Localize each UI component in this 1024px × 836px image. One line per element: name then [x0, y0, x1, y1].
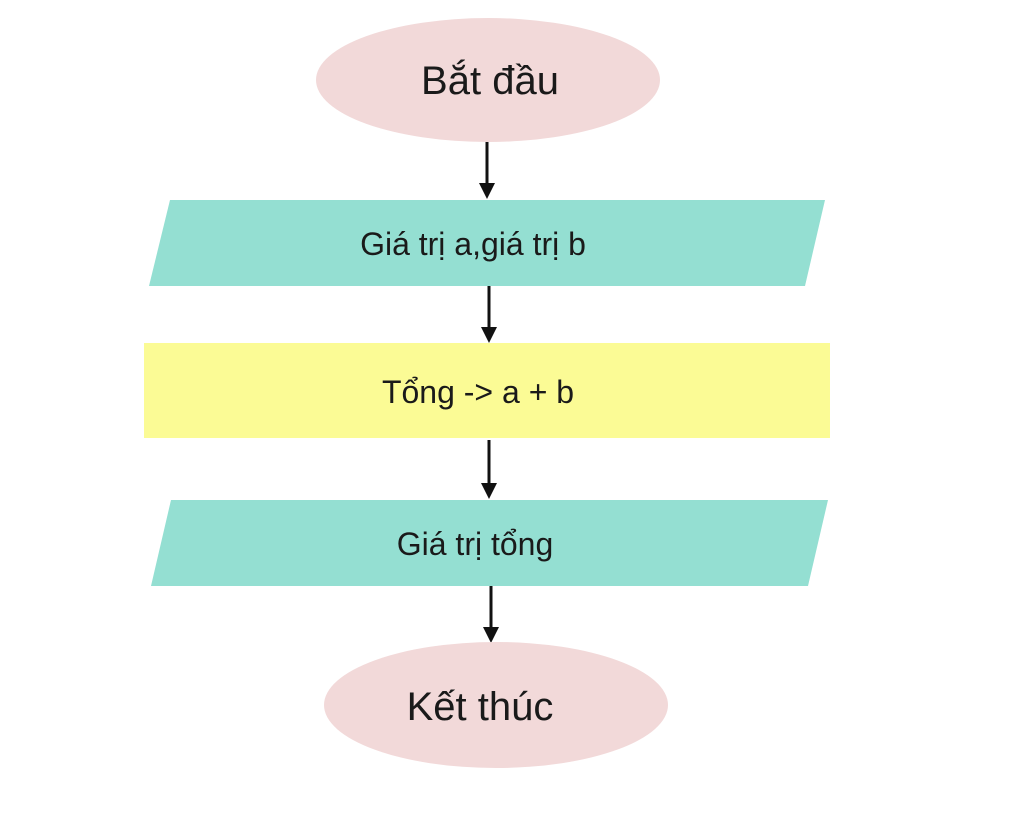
arrow-process-to-output [481, 440, 497, 499]
arrow-head [481, 327, 497, 343]
end-ellipse [324, 642, 668, 768]
output-label: Giá trị tổng [397, 526, 554, 562]
start-ellipse [316, 18, 660, 142]
input-label: Giá trị a,giá trị b [360, 226, 586, 262]
process-node: Tổng -> a + b [144, 343, 830, 438]
output-node: Giá trị tổng [151, 500, 828, 586]
start-node: Bắt đầu [316, 18, 660, 142]
input-node: Giá trị a,giá trị b [149, 200, 825, 286]
arrow-head [483, 627, 499, 643]
end-node: Kết thúc [324, 642, 668, 768]
process-rectangle [144, 343, 830, 438]
arrow-output-to-end [483, 586, 499, 643]
arrow-head [479, 183, 495, 199]
output-parallelogram [151, 500, 828, 586]
arrow-start-to-input [479, 142, 495, 199]
arrow-head [481, 483, 497, 499]
input-parallelogram [149, 200, 825, 286]
end-label: Kết thúc [407, 685, 554, 729]
arrow-input-to-process [481, 286, 497, 343]
process-label: Tổng -> a + b [382, 374, 574, 410]
start-label: Bắt đầu [421, 58, 559, 103]
